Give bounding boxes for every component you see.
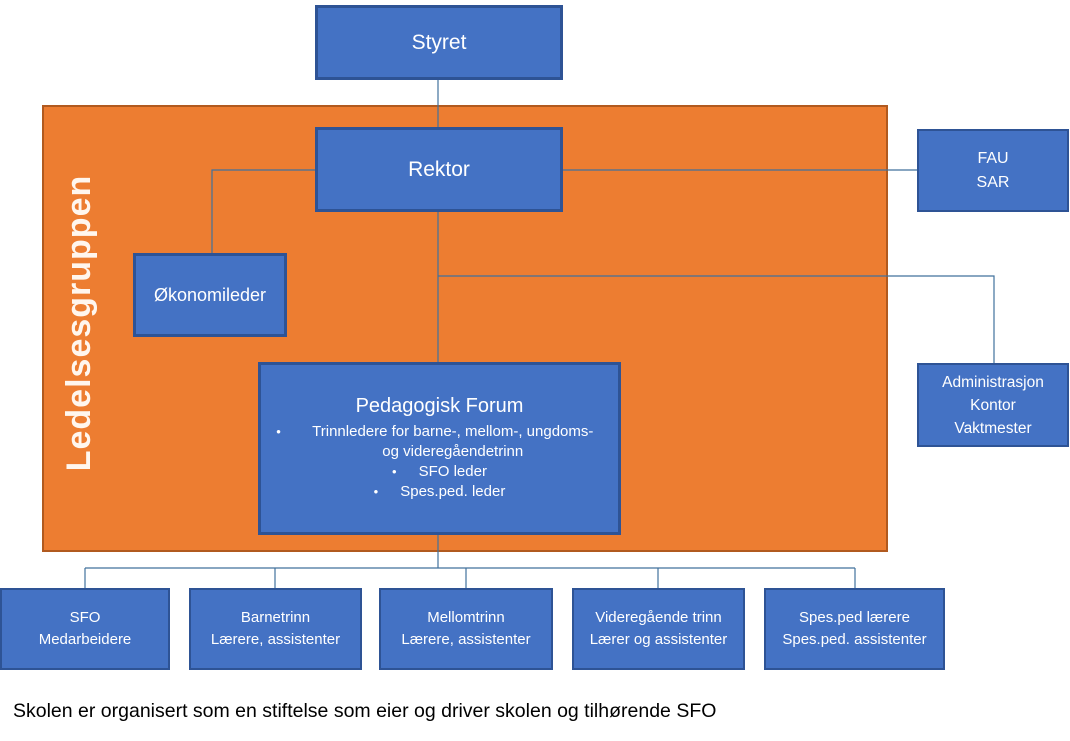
footer-caption: Skolen er organisert som en stiftelse so… [13, 700, 717, 722]
node-administrasjon-label: Administrasjon Kontor Vaktmester [942, 373, 1044, 437]
bullet-icon: • [276, 424, 281, 439]
node-videregaende-trinn: Videregående trinn Lærer og assistenter [572, 588, 745, 670]
node-okonomileder: Økonomileder [133, 253, 287, 337]
node-okonomileder-label: Økonomileder [153, 284, 267, 305]
node-rektor: Rektor [315, 127, 563, 212]
node-sfo-medarbeidere-label: SFO Medarbeidere [38, 609, 132, 648]
ledelsesgruppen-label: Ledelsesgruppen [60, 174, 98, 472]
pedagogisk-forum-bullet: • Trinnledere for barne-, mellom-, ungdo… [269, 422, 610, 462]
node-pedagogisk-forum: Pedagogisk Forum • Trinnledere for barne… [258, 362, 621, 535]
node-barnetrinn-label: Barnetrinn Lærere, assistenter [210, 609, 341, 648]
bullet-icon: • [373, 484, 379, 499]
node-spesped-label: Spes.ped lærere Spes.ped. assistenter [782, 609, 927, 648]
node-sfo-medarbeidere: SFO Medarbeidere [0, 588, 170, 670]
pedagogisk-forum-bullet-text: SFO leder [418, 463, 487, 480]
pedagogisk-forum-bullet: • Spes.ped. leder [269, 482, 610, 502]
node-videregaende-trinn-label: Videregående trinn Lærer og assistenter [589, 609, 728, 648]
node-administrasjon: Administrasjon Kontor Vaktmester [917, 363, 1069, 447]
node-styret: Styret [315, 5, 563, 80]
pedagogisk-forum-bullet-text: Trinnledere for barne-, mellom-, ungdoms… [312, 423, 594, 460]
node-mellomtrinn: Mellomtrinn Lærere, assistenter [379, 588, 553, 670]
node-rektor-label: Rektor [408, 157, 470, 181]
bullet-icon: • [392, 464, 397, 479]
node-barnetrinn: Barnetrinn Lærere, assistenter [189, 588, 362, 670]
node-fau-sar-label: FAU SAR [976, 149, 1010, 191]
node-mellomtrinn-label: Mellomtrinn Lærere, assistenter [401, 609, 531, 648]
node-styret-label: Styret [411, 30, 467, 54]
pedagogisk-forum-bullet: • SFO leder [269, 462, 610, 482]
pedagogisk-forum-title: Pedagogisk Forum [355, 395, 524, 417]
pedagogisk-forum-bullet-text: Spes.ped. leder [400, 483, 506, 500]
node-fau-sar: FAU SAR [917, 129, 1069, 212]
node-spesped: Spes.ped lærere Spes.ped. assistenter [764, 588, 945, 670]
